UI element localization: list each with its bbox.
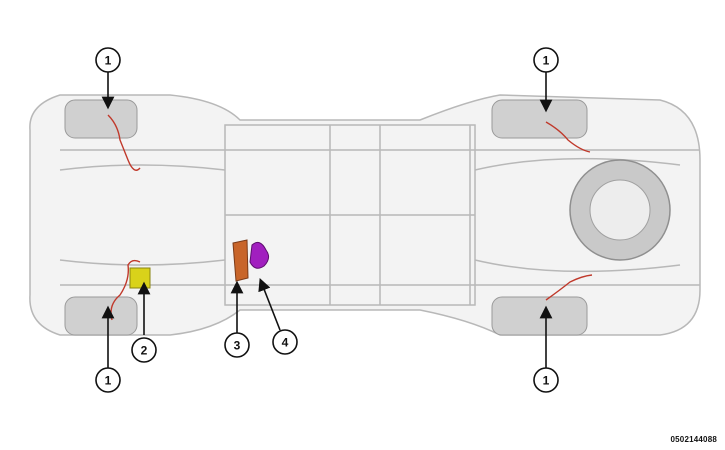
svg-text:1: 1	[543, 54, 550, 68]
callout-front-right: 1	[95, 367, 121, 393]
figure-id: 0502144088	[670, 435, 717, 444]
svg-text:1: 1	[543, 374, 550, 388]
callout-item-4: 4	[272, 329, 298, 355]
tire-front-right	[64, 296, 138, 336]
tire-front-left	[64, 99, 138, 139]
svg-text:3: 3	[234, 339, 241, 353]
svg-text:1: 1	[105, 374, 112, 388]
callout-rear-left: 1	[533, 47, 559, 73]
svg-text:2: 2	[141, 344, 148, 358]
callout-rear-right: 1	[533, 367, 559, 393]
callout-item-3: 3	[224, 332, 250, 358]
item-4-component	[249, 241, 270, 269]
callout-item-2: 2	[131, 337, 157, 363]
spare-tire	[569, 159, 671, 261]
tire-rear-right	[491, 296, 588, 336]
svg-text:4: 4	[282, 336, 289, 350]
svg-text:1: 1	[105, 54, 112, 68]
callout-front-left: 1	[95, 47, 121, 73]
callout-arrows	[101, 72, 553, 369]
tires	[64, 99, 588, 336]
item-3-component	[232, 239, 249, 282]
tire-rear-left	[491, 99, 588, 139]
item-2-module	[129, 267, 151, 289]
chassis-outline	[29, 94, 701, 336]
